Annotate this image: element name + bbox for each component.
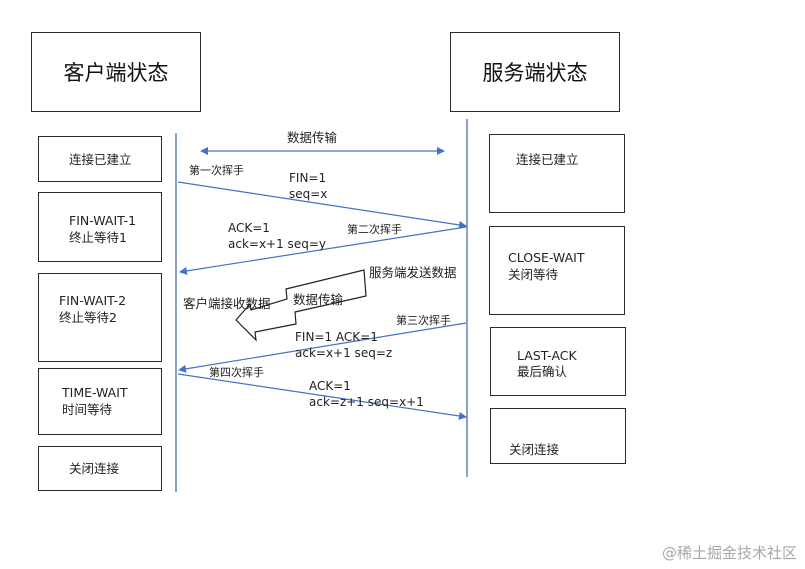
data-transfer-arrow-label: 数据传输 (293, 292, 344, 307)
server-state-established-label: 连接已建立 (516, 152, 579, 167)
server-header-label: 服务端状态 (482, 61, 588, 85)
client-receives-label: 客户端接收数据 (183, 296, 271, 311)
handshake2-label: 第二次挥手 (347, 223, 402, 236)
data-transfer-label: 数据传输 (287, 130, 338, 145)
handshake3-arrow (178, 322, 467, 373)
server-state-established: 连接已建立 (489, 134, 625, 213)
client-state-established-label: 连接已建立 (69, 152, 132, 167)
client-header-label: 客户端状态 (63, 61, 169, 85)
client-state-time-wait: TIME-WAIT 时间等待 (38, 368, 162, 435)
handshake4-label: 第四次挥手 (209, 366, 264, 379)
server-state-close-wait-sublabel: 关闭等待 (508, 267, 559, 282)
server-state-last-ack: LAST-ACK 最后确认 (490, 327, 626, 396)
handshake1-fin: FIN=1 (289, 171, 327, 185)
client-state-established: 连接已建立 (38, 136, 162, 182)
handshake2-arrow (179, 226, 467, 275)
client-header: 客户端状态 (31, 32, 201, 112)
handshake1-seq: seq=x (289, 187, 328, 201)
client-state-fin-wait-1: FIN-WAIT-1 终止等待1 (38, 192, 162, 262)
client-state-time-wait-sublabel: 时间等待 (62, 402, 113, 417)
handshake3-ackseq: ack=x+1 seq=z (295, 346, 393, 360)
handshake1-arrow (177, 181, 467, 229)
handshake2-ack: ACK=1 (228, 221, 270, 235)
client-state-time-wait-label: TIME-WAIT (62, 385, 128, 400)
server-state-closed: 关闭连接 (490, 408, 626, 464)
handshake3-label: 第三次挥手 (396, 314, 451, 327)
client-state-fin-wait-2: FIN-WAIT-2 终止等待2 (38, 273, 162, 362)
server-state-closed-label: 关闭连接 (509, 442, 560, 457)
handshake4-arrow (177, 373, 467, 420)
client-state-fin-wait-1-label: FIN-WAIT-1 (69, 213, 137, 228)
data-block-arrow (235, 269, 367, 342)
handshake3-finack: FIN=1 ACK=1 (295, 330, 378, 344)
client-state-fin-wait-2-label: FIN-WAIT-2 (59, 293, 127, 308)
client-state-closed-label: 关闭连接 (69, 461, 120, 476)
client-state-fin-wait-2-sublabel: 终止等待2 (59, 310, 117, 325)
server-state-close-wait: CLOSE-WAIT 关闭等待 (489, 226, 625, 315)
server-state-close-wait-label: CLOSE-WAIT (508, 250, 585, 265)
server-sends-label: 服务端发送数据 (369, 265, 457, 280)
handshake2-ackseq: ack=x+1 seq=y (228, 237, 326, 251)
client-state-fin-wait-1-sublabel: 终止等待1 (69, 230, 127, 245)
server-state-last-ack-sublabel: 最后确认 (517, 364, 568, 379)
server-header: 服务端状态 (450, 32, 620, 112)
client-state-closed: 关闭连接 (38, 446, 162, 491)
handshake4-ackseq: ack=z+1 seq=x+1 (309, 395, 424, 409)
server-state-last-ack-label: LAST-ACK (517, 348, 577, 363)
watermark: @稀土掘金技术社区 (661, 544, 797, 562)
handshake1-label: 第一次挥手 (189, 164, 244, 177)
handshake4-ack: ACK=1 (309, 379, 351, 393)
